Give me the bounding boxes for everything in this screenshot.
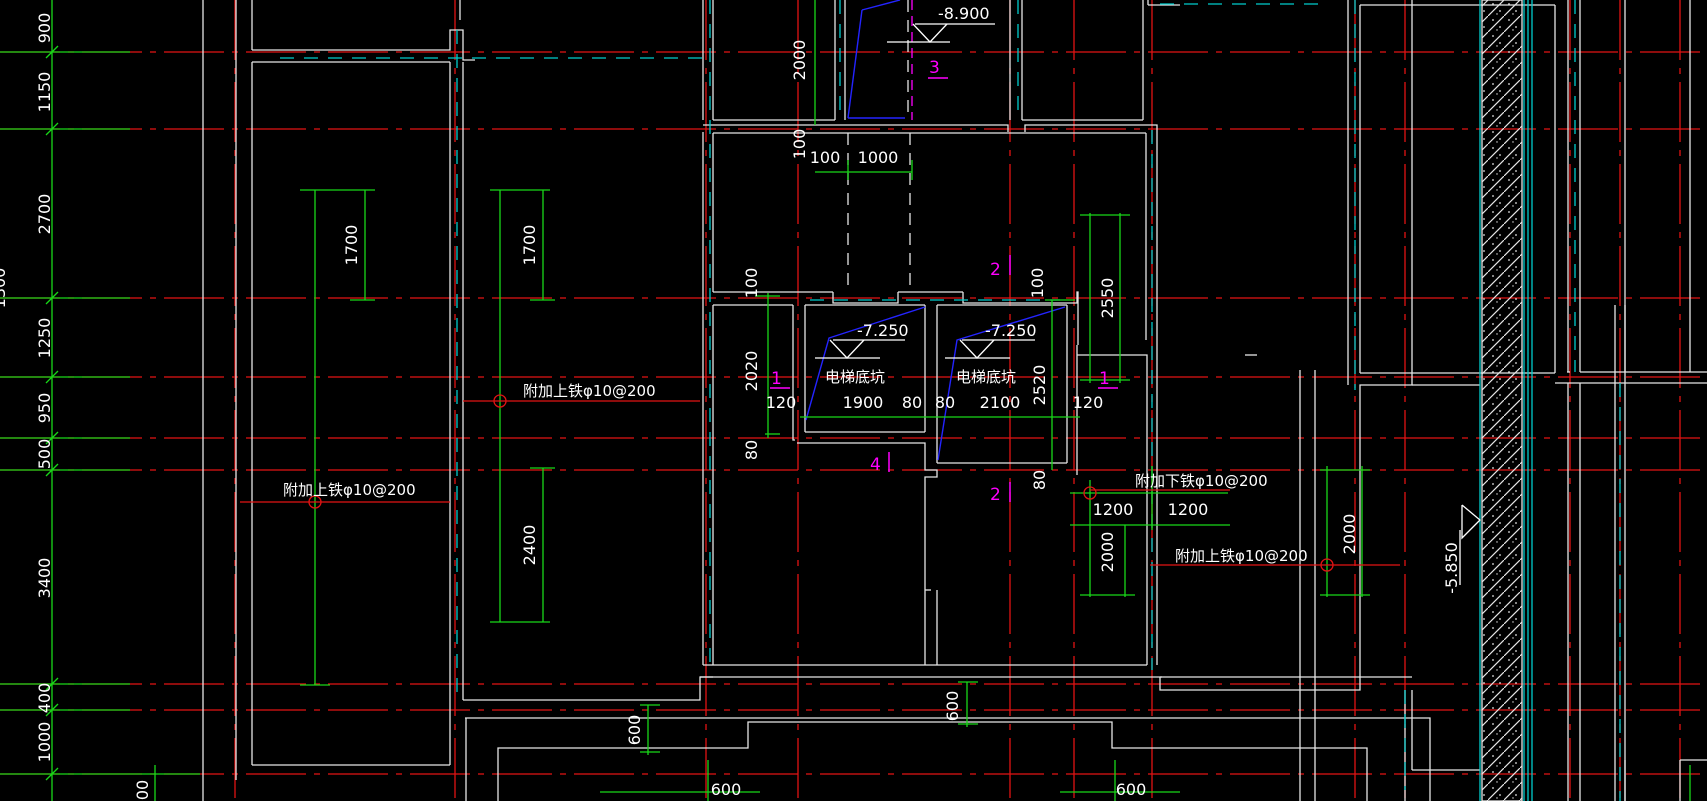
left-dim-1300: 1300	[0, 268, 9, 309]
left-dim-1000: 1000	[35, 722, 54, 763]
dim-2000-right: 2000	[1340, 514, 1359, 555]
dim-120-a: 120	[766, 393, 797, 412]
dim-1700-a: 1700	[342, 225, 361, 266]
wall-outlines	[202, 0, 1707, 801]
rebar-note-right-lower: 附加下铁φ10@200	[1135, 472, 1268, 490]
rebar-leaders	[240, 394, 1400, 572]
dim-1000: 1000	[858, 148, 899, 167]
dim-100-d: 100	[1028, 268, 1047, 299]
left-dim-500: 500	[35, 439, 54, 470]
elevator-pit-label-2: 电梯底坑	[956, 368, 1016, 386]
dim-120-b: 120	[1073, 393, 1104, 412]
rebar-note-right: 附加上铁φ10@200	[1175, 547, 1308, 565]
dim-2550: 2550	[1098, 278, 1117, 319]
elevation-top: -8.900	[938, 4, 990, 23]
left-dim-1150: 1150	[35, 72, 54, 113]
section-ticks	[770, 77, 1118, 502]
section-mark-2-bottom: 2	[990, 485, 1001, 505]
dim-600-b: 600	[943, 691, 962, 722]
section-mark-1-left: 1	[771, 369, 782, 389]
section-mark-4: 4	[870, 455, 881, 475]
section-mark-3: 3	[929, 58, 940, 78]
dim-2020: 2020	[742, 351, 761, 392]
dim-2100: 2100	[980, 393, 1021, 412]
dim-80-c: 80	[742, 440, 761, 460]
pit-slope-lines	[805, 0, 1066, 461]
dim-2520: 2520	[1030, 365, 1049, 406]
dim-600-c: 600	[711, 780, 742, 799]
rebar-note-left: 附加上铁φ10@200	[283, 481, 416, 499]
left-dim-950: 950	[35, 393, 54, 424]
dim-100-a: 100	[790, 129, 809, 160]
dim-2000-top: 2000	[790, 40, 809, 81]
dim-1200-b: 1200	[1168, 500, 1209, 519]
dim-80-d: 80	[1030, 470, 1049, 490]
dim-2000-mid: 2000	[1098, 532, 1117, 573]
cyan-dashed-lines	[280, 0, 1621, 801]
dim-80-b: 80	[935, 393, 955, 412]
left-dim-2700: 2700	[35, 194, 54, 235]
rebar-note-center: 附加上铁φ10@200	[523, 382, 656, 400]
elevation-right: -5.850	[1442, 542, 1461, 594]
elevator-pit-label-1: 电梯底坑	[825, 368, 885, 386]
elevation-pit-1: -7.250	[857, 321, 909, 340]
left-dim-400: 400	[35, 683, 54, 714]
section-mark-2-top: 2	[990, 260, 1001, 280]
left-dim-00: 00	[133, 780, 152, 800]
dim-1900: 1900	[843, 393, 884, 412]
elevation-pit-2: -7.250	[985, 321, 1037, 340]
dim-80-a: 80	[902, 393, 922, 412]
left-dim-3400: 3400	[35, 558, 54, 599]
elevation-symbols	[815, 23, 1481, 585]
hatched-retaining-wall	[1479, 0, 1533, 801]
left-dim-900: 900	[35, 13, 54, 44]
dim-100-b: 100	[810, 148, 841, 167]
dim-1200-a: 1200	[1093, 500, 1134, 519]
left-dim-1250: 1250	[35, 318, 54, 359]
dim-1700-b: 1700	[520, 225, 539, 266]
dim-600-a: 600	[625, 715, 644, 746]
opening-dashed-lines	[847, 0, 911, 292]
dim-600-d: 600	[1116, 780, 1147, 799]
dim-100-c: 100	[742, 268, 761, 299]
dim-2400: 2400	[520, 525, 539, 566]
section-mark-1-right: 1	[1099, 369, 1110, 389]
